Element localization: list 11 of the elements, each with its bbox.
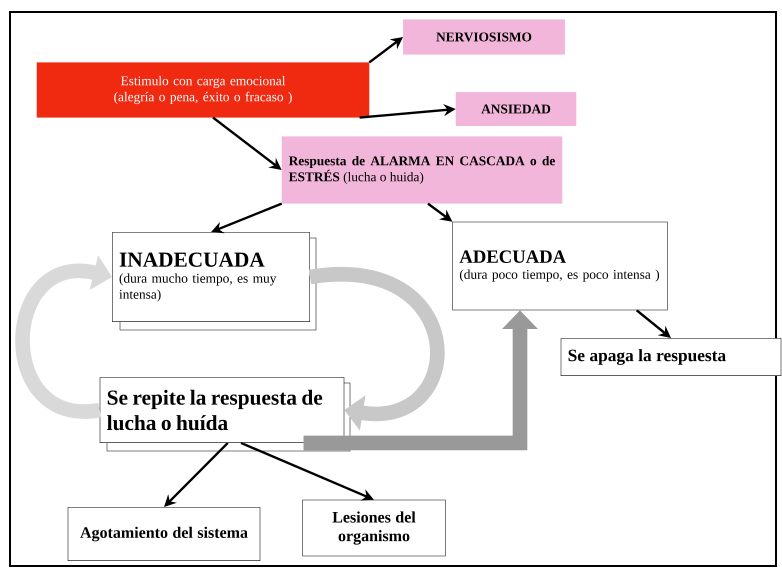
result-box: NERVIOSISMO [403, 19, 565, 55]
stacked-box: Se repite la respuesta de lucha o huída [100, 377, 350, 452]
result-box: Se apaga la respuesta [560, 338, 782, 376]
result-box: Lesiones del organismo [302, 500, 446, 556]
arrow [309, 267, 444, 431]
stacked-box: INADECUADA (dura mucho tiempo, es muy intensa) [112, 232, 316, 330]
result-box: Agotamiento del sistema [68, 507, 260, 561]
response-box: Respuesta de ALARMA EN CASCADA o de ESTRÉS (lucha o huida) [282, 136, 562, 204]
outcome-box: ADECUADA (dura poco tiempo, es poco intensa ) [452, 222, 668, 310]
stimulus-box: Estimulo con carga emocional (alegría o pena, éxito o fracaso ) [36, 62, 370, 118]
result-box: ANSIEDAD [456, 92, 576, 126]
